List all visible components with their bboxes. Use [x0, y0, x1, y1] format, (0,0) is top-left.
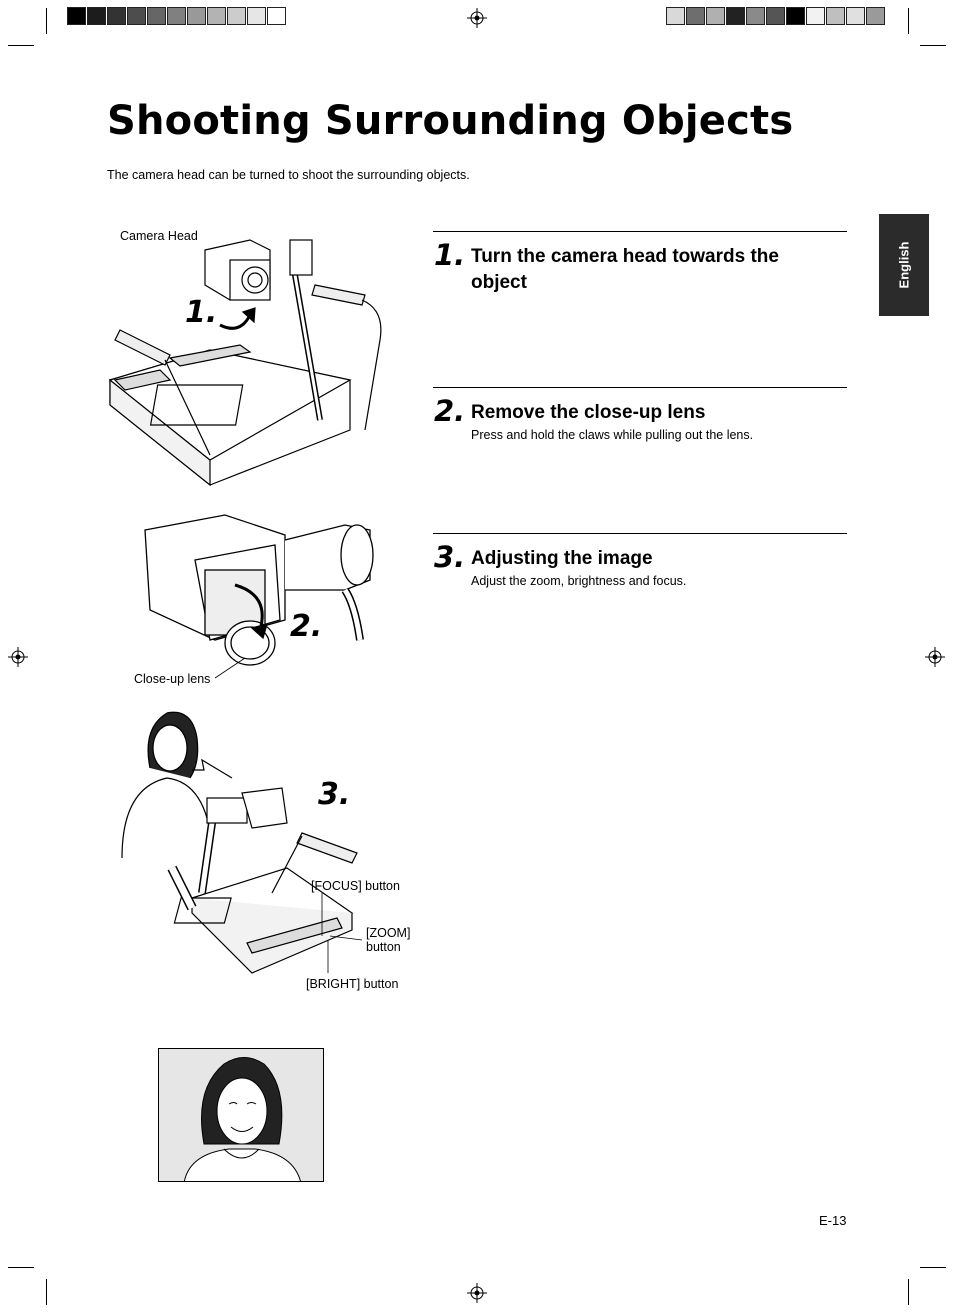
result-preview-image — [158, 1048, 324, 1182]
step-divider — [433, 387, 847, 388]
color-swatch — [766, 7, 785, 25]
zoom-button-callout-line1: [ZOOM] — [366, 926, 411, 940]
camera-head-callout: Camera Head — [120, 229, 198, 243]
figure-step-label: 3. — [318, 777, 351, 812]
color-swatch — [786, 7, 805, 25]
color-swatch — [267, 7, 286, 25]
figure-shooting-person-illustration — [121, 711, 363, 974]
step-description: Adjust the zoom, brightness and focus. — [471, 574, 687, 588]
step-description: Press and hold the claws while pulling o… — [471, 428, 754, 442]
color-swatch — [866, 7, 885, 25]
color-swatch — [107, 7, 126, 25]
step-number: 3. — [434, 540, 466, 574]
step-heading: Turn the camera head towards the object — [471, 246, 779, 293]
language-tab-label: English — [896, 241, 912, 289]
step-divider — [433, 533, 847, 534]
color-swatch — [846, 7, 865, 25]
color-bar-right — [666, 7, 886, 25]
close-up-lens-callout: Close-up lens — [134, 672, 211, 686]
color-swatch — [67, 7, 86, 25]
color-swatch — [147, 7, 166, 25]
color-swatch — [806, 7, 825, 25]
figure-close-up-lens-illustration — [144, 514, 374, 679]
figure-step-label: 1. — [185, 295, 218, 330]
color-swatch — [726, 7, 745, 25]
figure-camera-head-illustration — [108, 239, 382, 487]
page-number: E-13 — [819, 1213, 847, 1228]
registration-mark-left — [8, 647, 28, 667]
bright-button-callout: [BRIGHT] button — [306, 977, 399, 991]
color-swatch — [247, 7, 266, 25]
registration-mark-top — [467, 8, 487, 28]
color-bar-left — [67, 7, 287, 25]
color-swatch — [666, 7, 685, 25]
color-swatch — [207, 7, 226, 25]
step-heading: Adjusting the image — [471, 548, 653, 569]
color-swatch — [127, 7, 146, 25]
color-swatch — [826, 7, 845, 25]
step-number: 1. — [434, 238, 466, 272]
color-swatch — [746, 7, 765, 25]
focus-button-callout: [FOCUS] button — [311, 879, 400, 893]
registration-mark-right — [925, 647, 945, 667]
page-title: Shooting Surrounding Objects — [107, 98, 794, 144]
step-heading: Remove the close-up lens — [471, 402, 706, 423]
color-swatch — [167, 7, 186, 25]
portrait-illustration — [183, 1057, 301, 1181]
color-swatch — [187, 7, 206, 25]
color-swatch — [227, 7, 246, 25]
language-tab: English — [879, 214, 929, 316]
color-swatch — [706, 7, 725, 25]
intro-text: The camera head can be turned to shoot t… — [107, 168, 470, 182]
figure-step-label: 2. — [290, 609, 323, 644]
step-number: 2. — [434, 394, 466, 428]
registration-mark-bottom — [467, 1283, 487, 1303]
color-swatch — [686, 7, 705, 25]
step-divider — [433, 231, 847, 232]
color-swatch — [87, 7, 106, 25]
zoom-button-callout-line2: button — [366, 940, 401, 954]
